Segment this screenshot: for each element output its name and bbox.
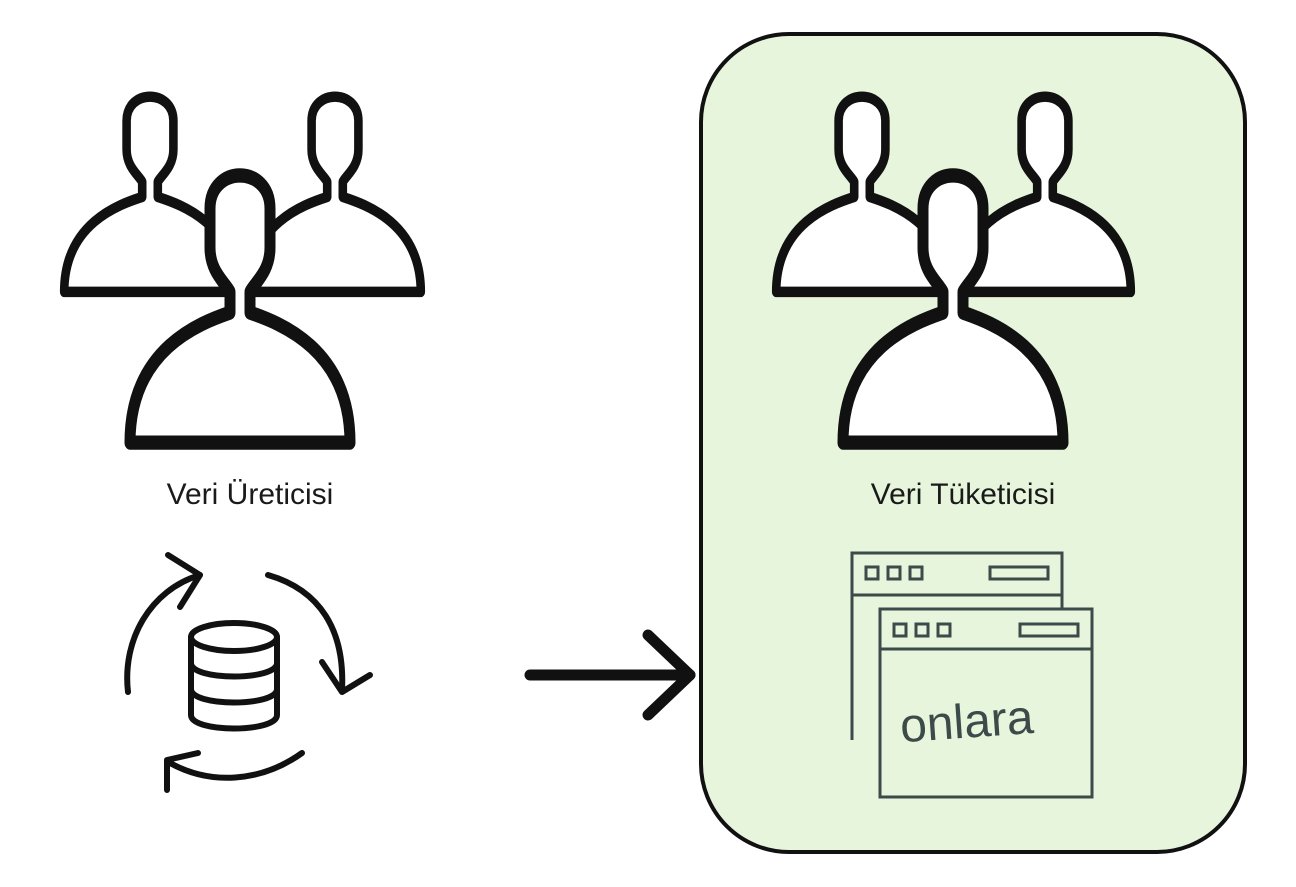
database-sync-icon (124, 552, 373, 793)
arrow-right-icon (524, 629, 696, 721)
producer-label: Veri Üreticisi (166, 478, 334, 511)
browser-windows-icon (850, 551, 1094, 799)
producer-users-group-icon (64, 97, 421, 443)
consumer-label: Veri Tüketicisi (870, 478, 1056, 511)
